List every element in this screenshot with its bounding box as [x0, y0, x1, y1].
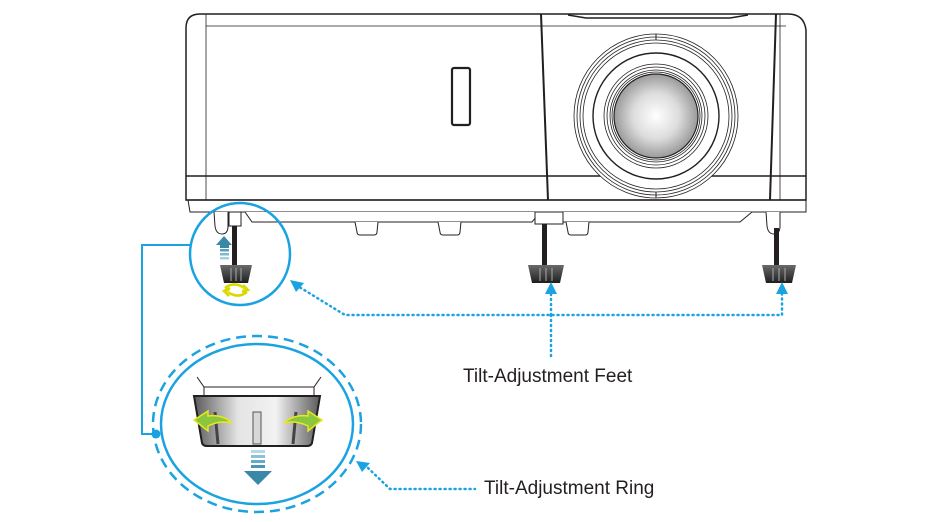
- tilt-foot-left: [213, 211, 252, 283]
- ir-sensor-window: [450, 66, 472, 127]
- feet-arrowhead-middle: [545, 282, 557, 294]
- feet-arrowhead-right: [776, 282, 788, 294]
- tilt-adjustment-ring-detail: [192, 376, 322, 447]
- feet-callout-lines: [294, 283, 784, 360]
- zoom-circle-solid: [159, 342, 355, 506]
- projector-lens: [573, 33, 739, 199]
- ring-callout-line: [366, 466, 477, 491]
- tilt-foot-middle: [528, 224, 564, 283]
- feet-arrowhead-left: [290, 280, 304, 292]
- highlight-circle-foot: [188, 201, 292, 307]
- label-tilt-adjustment-feet: Tilt-Adjustment Feet: [463, 366, 633, 387]
- down-arrow-icon: [244, 450, 272, 485]
- zoom-circle-dashed: [151, 334, 363, 514]
- rotate-arrows-icon: [221, 283, 251, 297]
- up-arrow-icon: [216, 236, 232, 260]
- tilt-foot-right: [762, 211, 796, 283]
- projector-underside: [244, 211, 753, 236]
- connector-line: [141, 244, 190, 435]
- curved-turn-arrows: [192, 409, 324, 433]
- label-tilt-adjustment-ring: Tilt-Adjustment Ring: [484, 478, 655, 499]
- ring-arrowhead: [356, 461, 370, 472]
